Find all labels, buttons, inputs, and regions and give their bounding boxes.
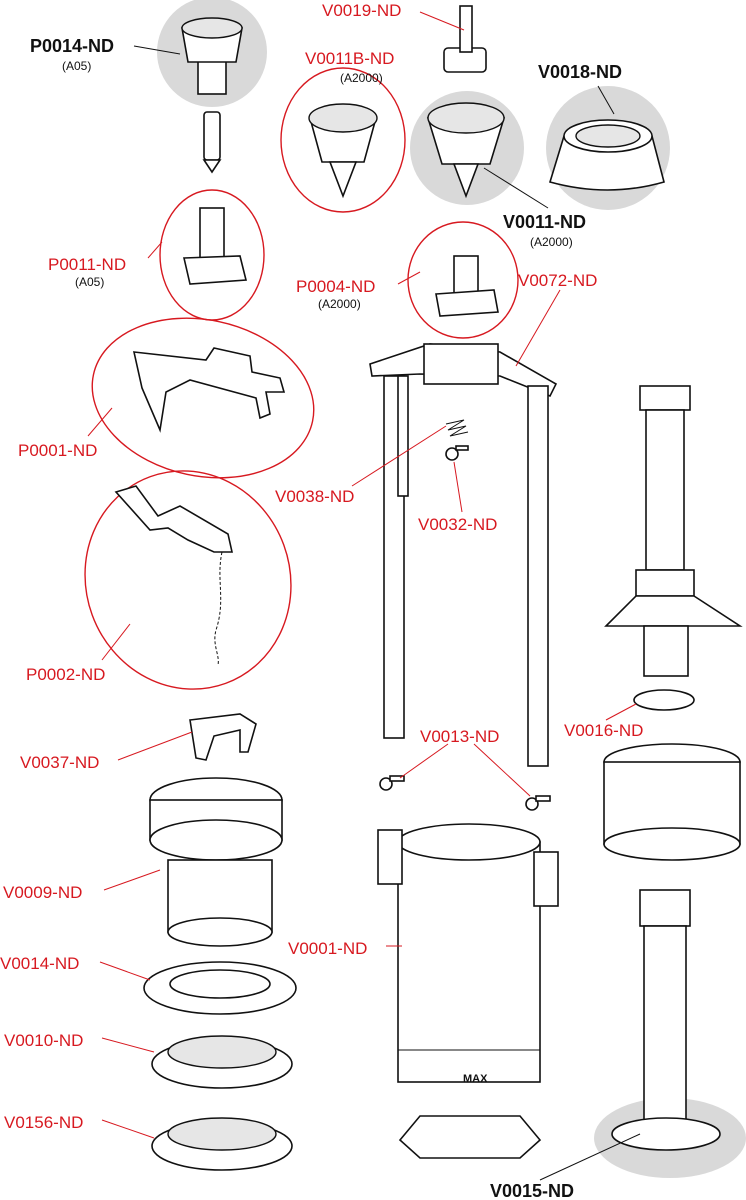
label-v0038: V0038-ND xyxy=(275,487,354,506)
ring-v0011b xyxy=(280,67,406,213)
part-v0038-spring xyxy=(445,419,469,437)
ring-p0002 xyxy=(84,470,292,690)
part-v0015-base xyxy=(611,889,721,1151)
part-v0018 xyxy=(548,119,665,191)
part-v0011 xyxy=(426,102,506,199)
part-v0009 xyxy=(149,777,283,947)
part-p0002-lever-chain xyxy=(114,485,233,666)
part-overflow-tube xyxy=(604,385,743,677)
ring-p0001 xyxy=(91,317,315,479)
label-v0037: V0037-ND xyxy=(20,753,99,772)
max-marking: MAX xyxy=(463,1073,488,1085)
part-p0004 xyxy=(435,255,499,317)
part-v0016-ring xyxy=(633,689,695,711)
label-v0010: V0010-ND xyxy=(4,1031,83,1050)
label-p0014: P0014-ND xyxy=(30,36,114,56)
part-v0072-frame xyxy=(369,343,558,767)
label-v0011b: V0011B-ND xyxy=(305,49,394,68)
variant-p0004: (A2000) xyxy=(318,297,361,311)
label-v0014: V0014-ND xyxy=(0,954,79,973)
part-v0013-pins xyxy=(379,775,551,811)
part-p0001-lever xyxy=(132,347,286,433)
label-v0072: V0072-ND xyxy=(518,271,597,290)
variant-v0011: (A2000) xyxy=(530,235,573,249)
label-p0004: P0004-ND xyxy=(296,277,375,296)
part-v0156-nut xyxy=(151,1117,293,1171)
label-v0011: V0011-ND xyxy=(503,212,586,232)
label-v0013: V0013-ND xyxy=(420,727,499,746)
label-p0011: P0011-ND xyxy=(48,255,126,274)
part-v0037-clip xyxy=(189,713,257,761)
label-v0019: V0019-ND xyxy=(322,1,401,20)
variant-v0011b: (A2000) xyxy=(340,71,383,85)
label-v0009: V0009-ND xyxy=(3,883,82,902)
ring-p0004 xyxy=(407,221,519,339)
part-v0011b xyxy=(308,103,378,199)
label-p0002: P0002-ND xyxy=(26,665,105,684)
part-float-cup xyxy=(603,743,741,861)
label-v0156: V0156-ND xyxy=(4,1113,83,1132)
label-v0001: V0001-ND xyxy=(288,939,367,958)
part-p0011 xyxy=(183,207,248,285)
label-v0016: V0016-ND xyxy=(564,721,643,740)
label-p0001: P0001-ND xyxy=(18,441,97,460)
variant-p0014: (A05) xyxy=(62,59,91,73)
leader-lines xyxy=(87,11,641,1181)
variant-p0011: (A05) xyxy=(75,275,104,289)
label-v0015: V0015-ND xyxy=(490,1181,574,1200)
part-v0019 xyxy=(443,5,487,73)
part-v0010-nut xyxy=(151,1035,293,1089)
label-v0032: V0032-ND xyxy=(418,515,497,534)
part-v0001-cylinder: MAX xyxy=(377,823,559,1159)
part-v0032-pin xyxy=(445,445,469,461)
part-v0014-washer xyxy=(143,961,297,1015)
label-v0018: V0018-ND xyxy=(538,62,622,82)
part-p0014-button xyxy=(181,17,243,174)
